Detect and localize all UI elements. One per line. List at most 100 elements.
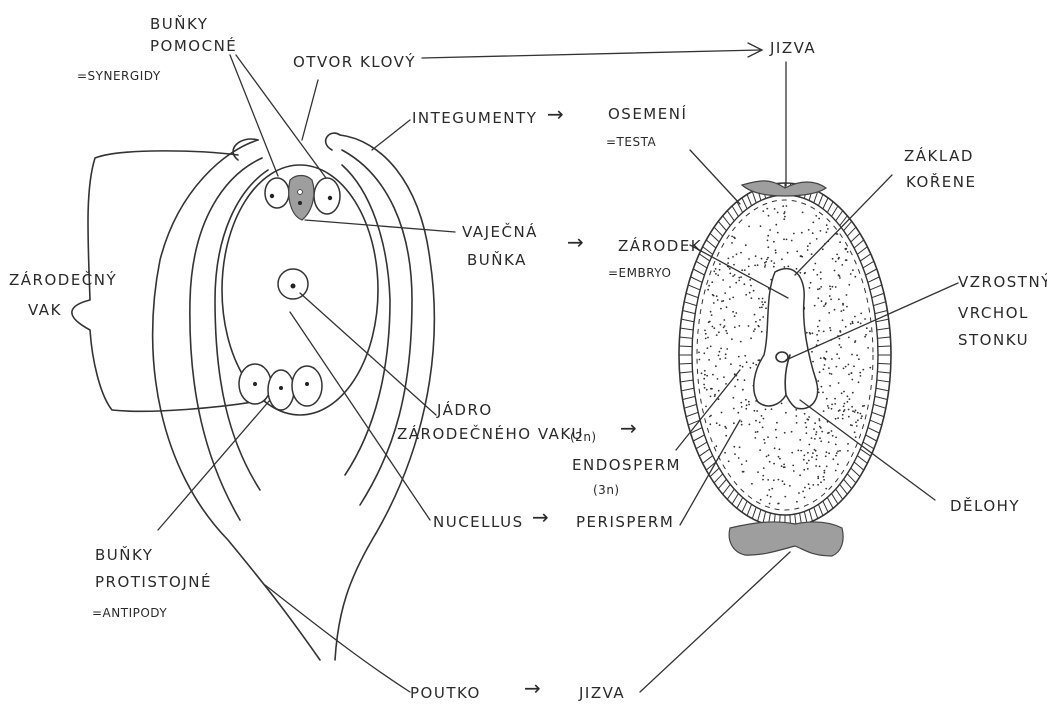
endosperm-dot [837, 417, 839, 419]
endosperm-dot [704, 374, 706, 376]
endosperm-dot [750, 367, 752, 369]
label-endosperm-line2: (3n) [593, 480, 620, 501]
endosperm-dot [820, 440, 822, 442]
endosperm-dot [784, 483, 786, 485]
endosperm-dot [757, 431, 759, 433]
ptr-micropyle [302, 80, 318, 140]
endosperm-dot [806, 462, 808, 464]
endosperm-dot [798, 492, 800, 494]
endosperm-dot [751, 483, 753, 485]
endosperm-dot [725, 435, 727, 437]
endosperm-dot [843, 405, 845, 407]
endosperm-dot [751, 297, 753, 299]
endosperm-dot [824, 472, 826, 474]
integument-mid-left [190, 158, 262, 520]
endosperm-dot [786, 205, 788, 207]
endosperm-dot [799, 272, 801, 274]
endosperm-dot [764, 266, 766, 268]
endosperm-dot [762, 316, 764, 318]
endosperm-dot [843, 410, 845, 412]
endosperm-dot [854, 411, 856, 413]
endosperm-dot [781, 258, 783, 260]
endosperm-dot [838, 358, 840, 360]
endosperm-dot [741, 421, 743, 423]
endosperm-dot [720, 308, 722, 310]
endosperm-dot [767, 436, 769, 438]
endosperm-dot [826, 351, 828, 353]
endosperm-dot [768, 454, 770, 456]
endosperm-dot [737, 379, 739, 381]
endosperm-dot [767, 240, 769, 242]
label-egg-cell-line1: VAJEČNÁ [462, 222, 538, 243]
endosperm-dot [828, 407, 830, 409]
endosperm-dot [744, 379, 746, 381]
endosperm-dot [817, 380, 819, 382]
label-synergids-line2: POMOCNÉ [150, 36, 237, 57]
endosperm-dot [834, 270, 836, 272]
endosperm-dot [733, 236, 735, 238]
endosperm-dot [712, 374, 714, 376]
endosperm-dot [725, 353, 727, 355]
endosperm-dot [724, 292, 726, 294]
endosperm-dot [708, 285, 710, 287]
endosperm-dot [766, 456, 768, 458]
endosperm-dot [829, 295, 831, 297]
endosperm-dot [768, 215, 770, 217]
endosperm-dot [729, 298, 731, 300]
endosperm-dot [715, 445, 717, 447]
ptr-nucellus [290, 312, 430, 520]
endosperm-dot [823, 368, 825, 370]
arrow-funiculus-hilum: → [524, 678, 542, 699]
endosperm-dot [837, 463, 839, 465]
endosperm-dot [827, 432, 829, 434]
synergid-left-nucleus [270, 194, 274, 198]
endosperm-dot [748, 226, 750, 228]
endosperm-dot [716, 334, 718, 336]
endosperm-dot [778, 479, 780, 481]
endosperm-dot [761, 331, 763, 333]
endosperm-dot [748, 266, 750, 268]
endosperm-dot [729, 286, 731, 288]
endosperm-dot [773, 241, 775, 243]
endosperm-dot [844, 248, 846, 250]
endosperm-dot [733, 397, 735, 399]
endosperm-dot [773, 479, 775, 481]
ptr-synergid-2 [236, 55, 326, 178]
endosperm-dot [725, 330, 727, 332]
endosperm-dot [750, 285, 752, 287]
endosperm-dot [836, 452, 838, 454]
endosperm-dot [839, 338, 841, 340]
endosperm-dot [703, 378, 705, 380]
endosperm-dot [829, 385, 831, 387]
endosperm-dot [748, 325, 750, 327]
egg-cell-nucleus [298, 190, 303, 195]
endosperm-dot [721, 300, 723, 302]
endosperm-dot [759, 319, 761, 321]
synergid-right-nucleus [328, 196, 332, 200]
endosperm-dot [739, 446, 741, 448]
endosperm-dot [732, 256, 734, 258]
endosperm-dot [786, 239, 788, 241]
endosperm-dot [761, 258, 763, 260]
endosperm-dot [710, 346, 712, 348]
endosperm-dot [767, 495, 769, 497]
endosperm-dot [733, 446, 735, 448]
endosperm-dot [757, 471, 759, 473]
integument-outer-right [335, 135, 434, 660]
endosperm-dot [805, 422, 807, 424]
endosperm-dot [760, 499, 762, 501]
endosperm-dot [800, 450, 802, 452]
endosperm-dot [809, 488, 811, 490]
endosperm-dot [773, 266, 775, 268]
endosperm-dot [842, 304, 844, 306]
endosperm-dot [705, 338, 707, 340]
endosperm-dot [765, 409, 767, 411]
endosperm-dot [759, 449, 761, 451]
endosperm-dot [779, 458, 781, 460]
endosperm-dot [845, 366, 847, 368]
endosperm-dot [754, 314, 756, 316]
endosperm-dot [745, 244, 747, 246]
integument-outer-right-tip [326, 133, 340, 150]
label-testa-line1: OSEMENÍ [608, 104, 687, 125]
endosperm-dot [826, 224, 828, 226]
